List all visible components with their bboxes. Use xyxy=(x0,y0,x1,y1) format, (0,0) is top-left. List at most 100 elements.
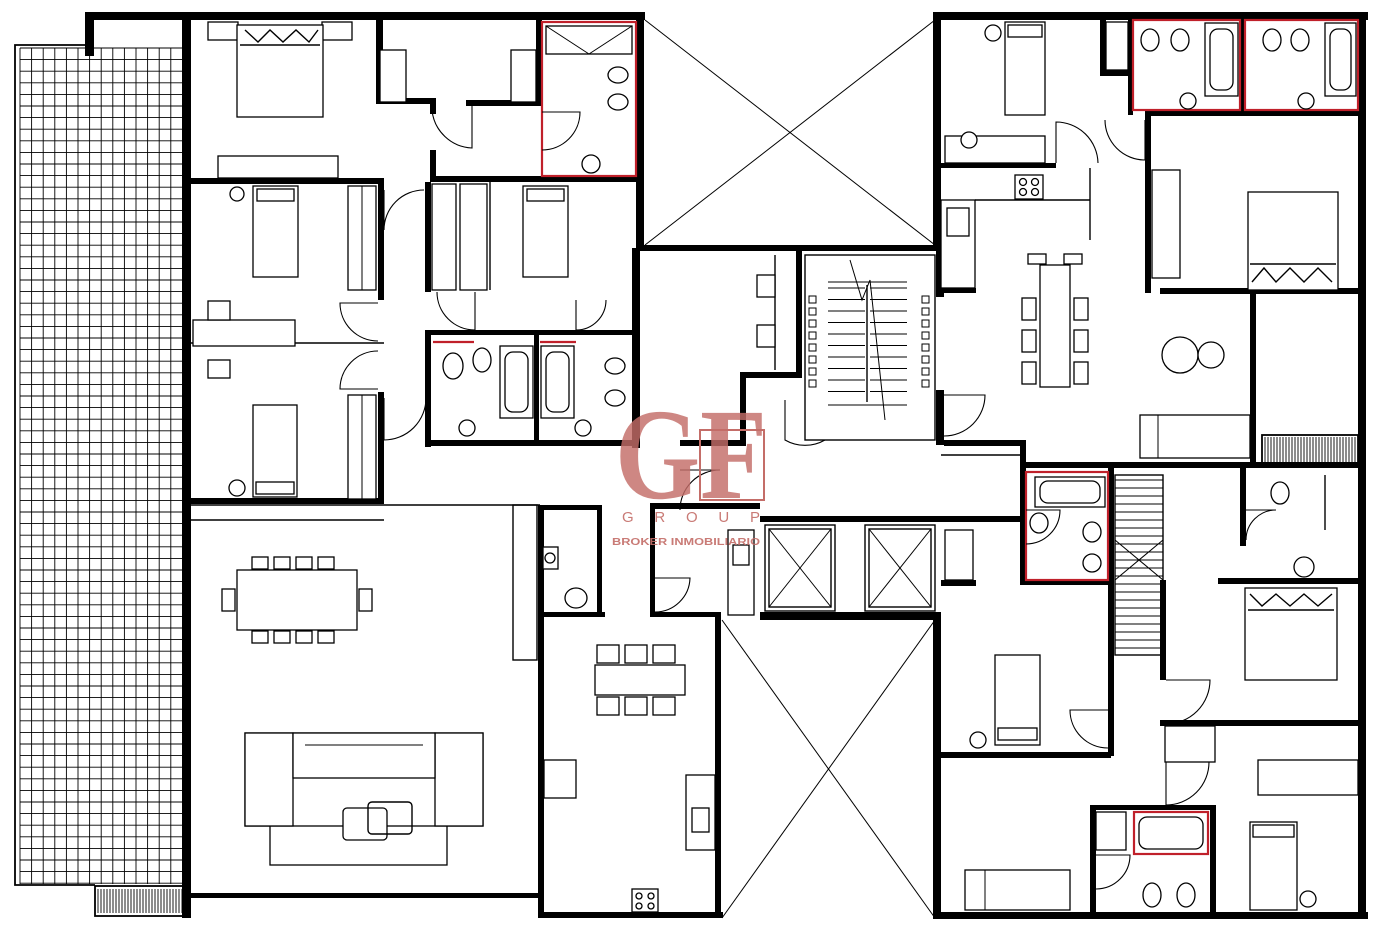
chair xyxy=(295,630,313,644)
living-right xyxy=(1139,336,1359,466)
chair xyxy=(1073,297,1089,321)
sink xyxy=(458,419,476,437)
nightstand xyxy=(229,186,245,202)
wall xyxy=(182,20,191,918)
nightstand xyxy=(207,21,239,41)
door-swing xyxy=(383,397,427,441)
balcony-railing xyxy=(1261,434,1359,466)
pillow xyxy=(1251,266,1333,284)
desk xyxy=(944,135,1046,164)
chair xyxy=(1063,253,1083,265)
elevator-shaft xyxy=(864,524,936,612)
bidet xyxy=(604,389,626,407)
chair xyxy=(317,556,335,570)
kitchen-sink xyxy=(691,807,710,833)
wall xyxy=(538,505,600,510)
stool xyxy=(1197,341,1225,369)
stair-marker xyxy=(808,319,817,328)
chair xyxy=(652,696,676,716)
terrace-grid xyxy=(19,47,182,884)
elevator-cabin xyxy=(768,528,832,608)
wall xyxy=(650,503,760,509)
door-swing xyxy=(431,106,473,149)
stair-marker xyxy=(921,319,930,328)
wardrobe xyxy=(944,529,974,581)
elevator-diagonal xyxy=(768,528,832,608)
internal-stair-steps xyxy=(1115,479,1163,649)
wall xyxy=(597,505,602,617)
wall xyxy=(1100,20,1106,72)
wall xyxy=(538,612,605,617)
stair-marker xyxy=(921,379,930,388)
wall xyxy=(740,372,746,444)
toilet xyxy=(1142,882,1162,908)
bathtub-outline xyxy=(1132,810,1210,856)
watermark: GF GROUP BROKER INMOBILIARIO xyxy=(612,383,767,548)
door-swing xyxy=(654,577,691,613)
dining-table xyxy=(594,664,686,696)
stair-marker xyxy=(808,331,817,340)
stair-marker xyxy=(808,355,817,364)
light-well-diagonal xyxy=(644,19,936,246)
door-swing xyxy=(1165,679,1211,725)
toilet xyxy=(442,352,464,380)
chair xyxy=(1073,329,1089,353)
stair-marker xyxy=(921,355,930,364)
chair xyxy=(207,359,231,379)
wall xyxy=(1100,70,1132,76)
sofa-arm xyxy=(434,732,484,827)
stair-right xyxy=(1114,474,1164,656)
chair xyxy=(221,588,236,612)
wall xyxy=(191,893,541,898)
door-swing xyxy=(1245,509,1277,541)
wall xyxy=(1145,110,1360,116)
shower-diagonal xyxy=(545,25,590,55)
chair xyxy=(1021,297,1037,321)
living-room xyxy=(221,556,484,866)
bedroom-right-lower-master xyxy=(1164,587,1338,763)
wall xyxy=(1160,288,1360,294)
sofa-back xyxy=(292,732,436,779)
wall xyxy=(378,392,384,504)
desk-area xyxy=(192,300,296,379)
wall xyxy=(191,498,384,504)
toilet xyxy=(564,587,588,609)
door-swing xyxy=(1055,121,1099,164)
elevator-diagonal xyxy=(868,528,932,608)
watermark-tagline: BROKER INMOBILIARIO xyxy=(612,537,760,548)
bedroom-right-1 xyxy=(944,21,1129,164)
bidet xyxy=(1082,521,1102,543)
bathtub-inner xyxy=(1329,28,1352,91)
wall xyxy=(466,100,541,106)
toilet xyxy=(1029,512,1049,534)
sink xyxy=(1297,92,1315,110)
bedroom-left-4 xyxy=(431,183,569,291)
stair-marker xyxy=(808,367,817,376)
stair-marker xyxy=(921,307,930,316)
sink-basin xyxy=(544,552,556,564)
stove xyxy=(1014,174,1044,200)
stool xyxy=(1161,336,1199,374)
chair xyxy=(273,556,291,570)
core xyxy=(727,254,936,616)
wall xyxy=(632,248,640,448)
sink xyxy=(581,154,601,174)
nightstand xyxy=(969,731,987,749)
wall xyxy=(936,390,944,445)
door-swing xyxy=(436,291,476,331)
sink xyxy=(1082,553,1102,573)
toilet xyxy=(604,357,626,375)
light-well-top xyxy=(644,19,936,246)
wall xyxy=(941,580,976,586)
bathroom-red-left xyxy=(545,25,633,174)
shelf xyxy=(1095,811,1127,851)
burner xyxy=(647,892,655,900)
wall xyxy=(1160,720,1360,726)
burner xyxy=(1018,187,1028,197)
desk xyxy=(192,319,296,347)
wall xyxy=(760,612,940,620)
wardrobe xyxy=(1151,169,1181,279)
railing-hatch xyxy=(97,889,183,913)
wall xyxy=(740,372,802,378)
wall xyxy=(85,12,94,56)
